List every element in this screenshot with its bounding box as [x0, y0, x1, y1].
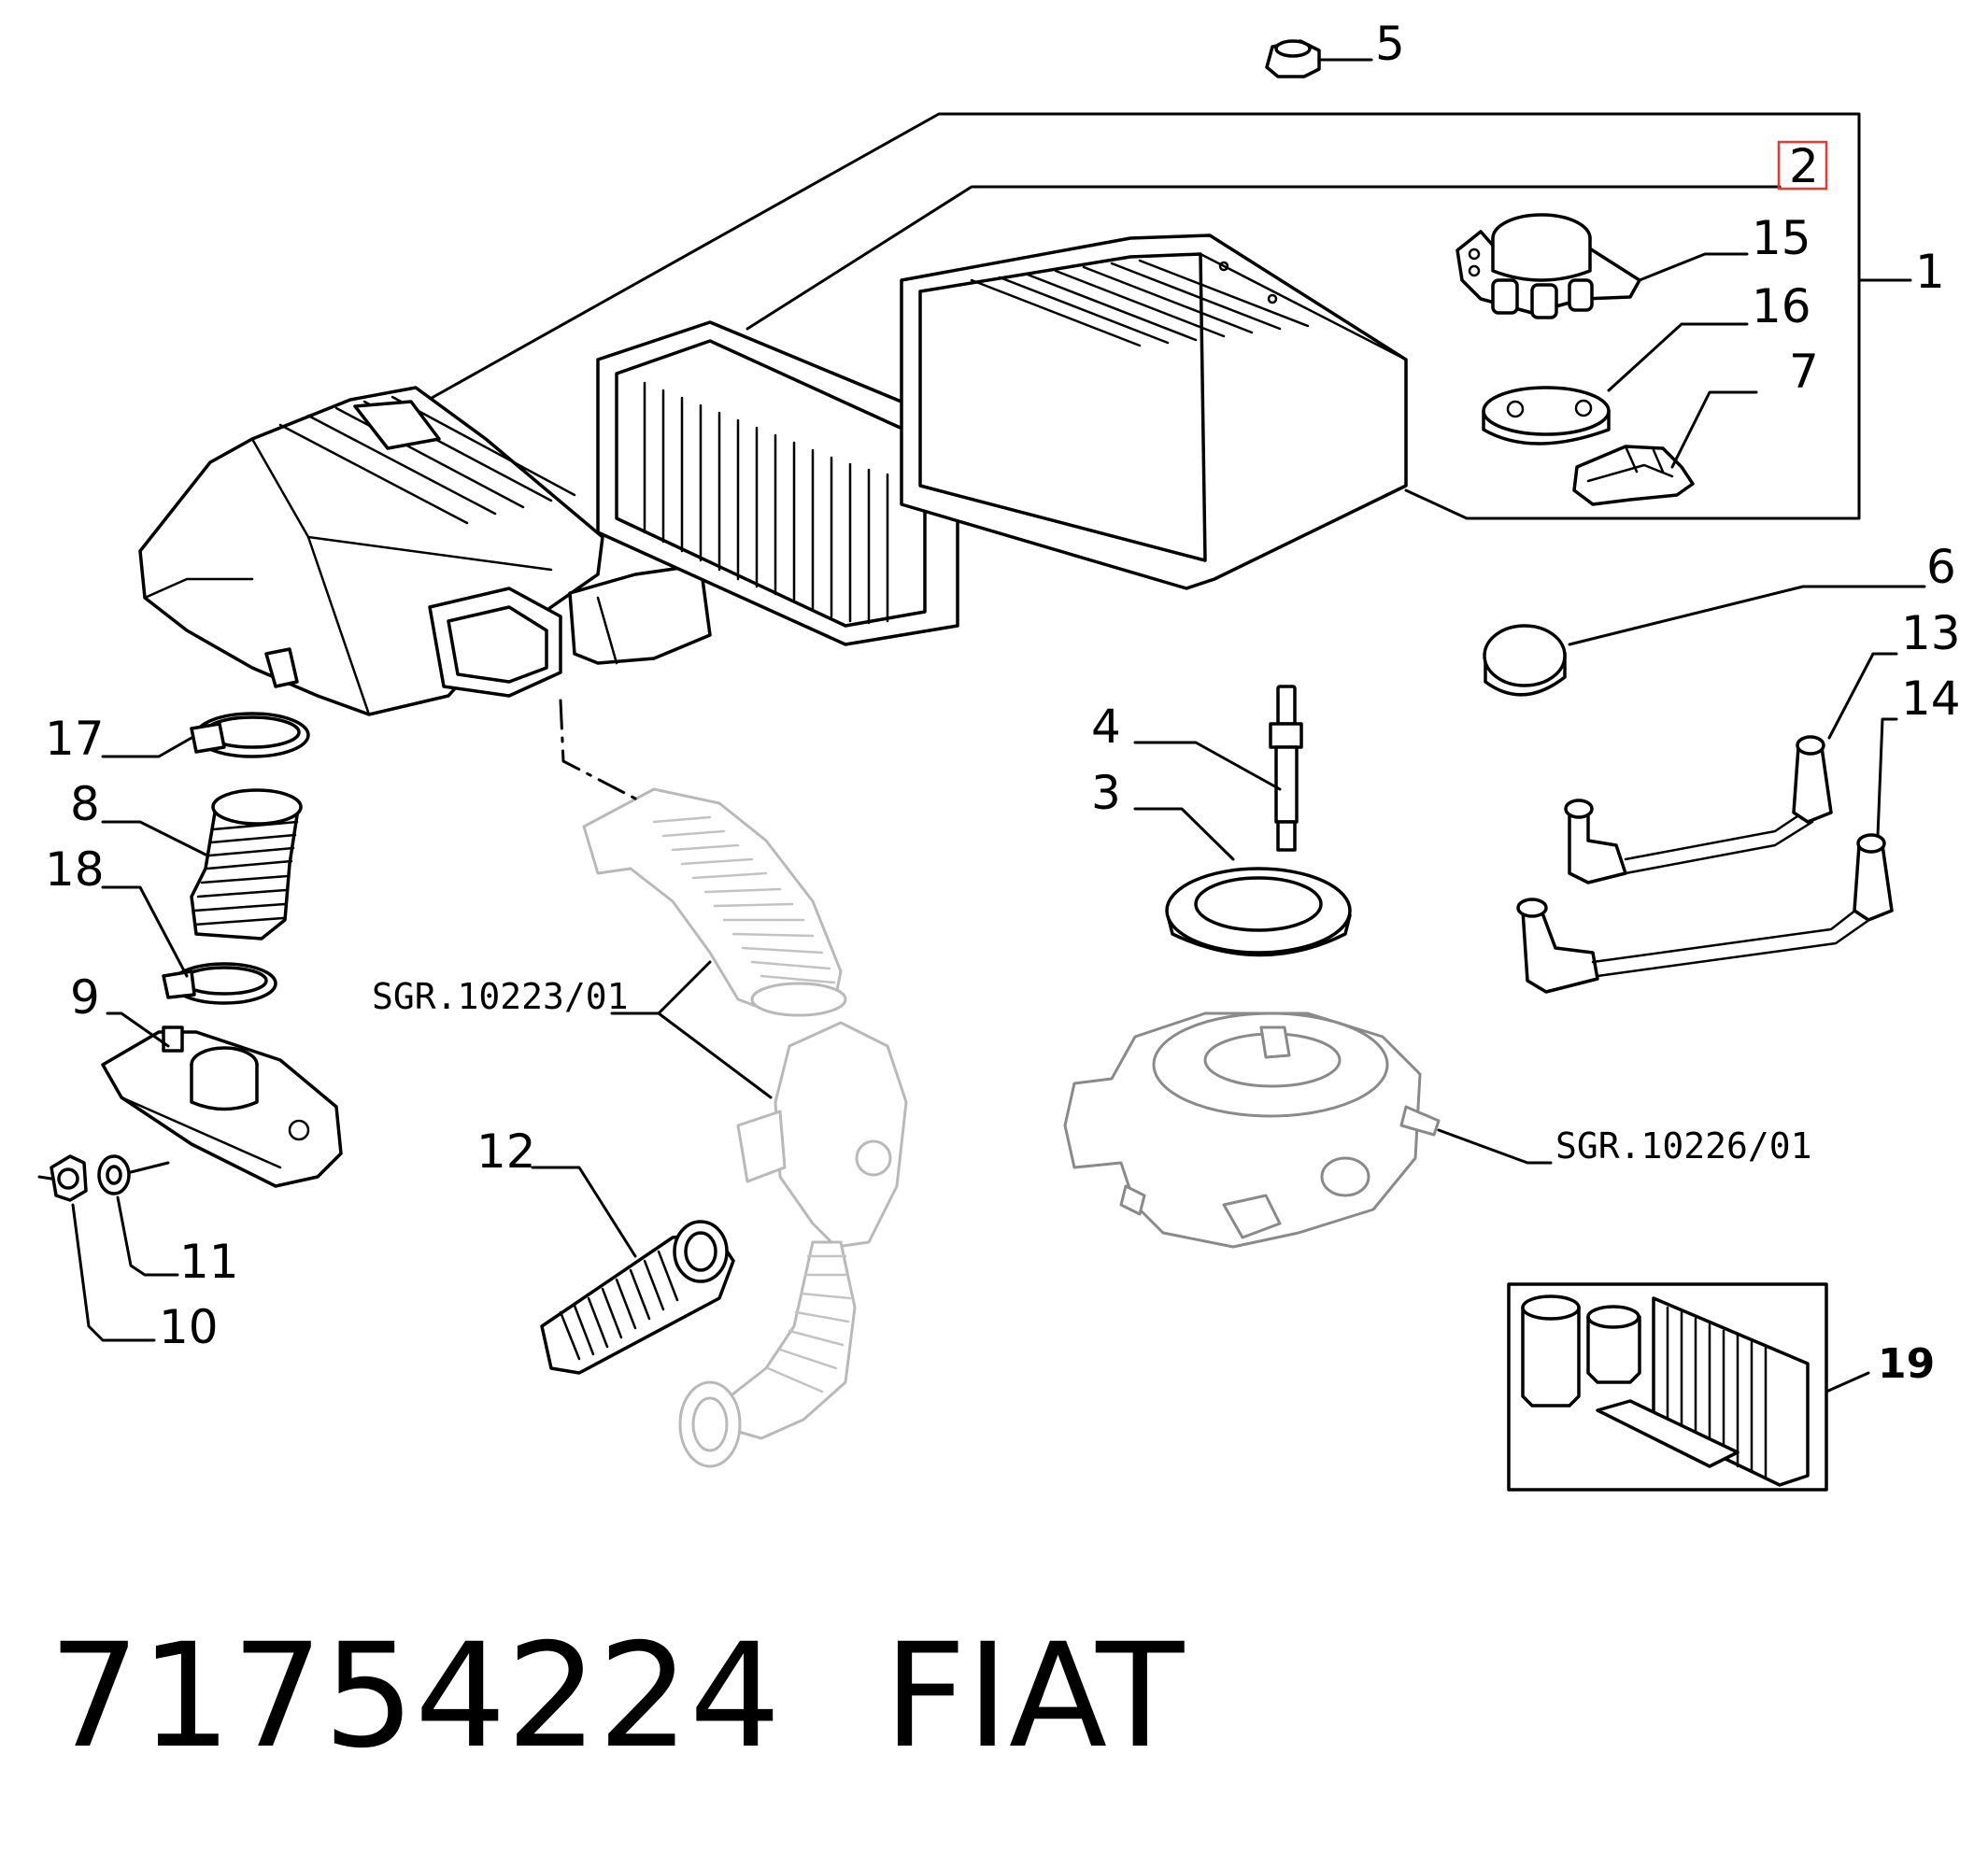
callout-4: 4	[1091, 700, 1121, 754]
callout-9: 9	[70, 970, 100, 1025]
callout-5: 5	[1375, 17, 1405, 71]
callout-18: 18	[45, 842, 105, 897]
callout-10: 10	[159, 1300, 219, 1354]
ref-sgr-10226: SGR.10226/01	[1555, 1125, 1812, 1167]
callout-16: 16	[1752, 279, 1811, 333]
assembly-bracket-lines	[423, 112, 1912, 520]
clamp-part-17	[101, 712, 310, 758]
clamp-part-18	[101, 885, 277, 1005]
callout-19: 19	[1878, 1340, 1935, 1388]
callout-8: 8	[70, 777, 100, 831]
callout-12: 12	[476, 1125, 536, 1179]
brand-name: FIAT	[883, 1613, 1185, 1780]
nut-part-5	[1265, 39, 1373, 78]
callout-11: 11	[179, 1235, 239, 1289]
callout-6: 6	[1926, 540, 1956, 594]
duct-group-leader	[657, 1011, 773, 1099]
corrugated-pipe-part-12	[531, 1166, 735, 1375]
part-number: 71754224	[49, 1613, 781, 1780]
nut-part-10	[37, 1154, 156, 1342]
callout-3: 3	[1091, 766, 1121, 820]
air-cleaner-body	[900, 233, 1408, 590]
assembly-leader-dashdot	[559, 699, 637, 800]
grommet-part-16	[1482, 322, 1749, 446]
plug-part-6	[1483, 585, 1926, 697]
stud-part-4	[1133, 685, 1303, 852]
callout-14: 14	[1901, 672, 1961, 726]
adapter-plate-part-9	[101, 1011, 343, 1188]
filter-kit-box-part-19	[1507, 1282, 1870, 1492]
intake-duct	[678, 1021, 908, 1468]
callout-labels: 5 2 15 1 16 7 6 13 14 4 3 17 8 18 9 12 1…	[45, 17, 1961, 1388]
rubber-hose-part-8	[101, 788, 303, 941]
vacuum-line-part-14	[1516, 717, 1898, 994]
callout-7: 7	[1789, 345, 1819, 399]
vacuum-line-part-13	[1564, 652, 1898, 884]
air-cleaner-cover	[138, 386, 712, 716]
clip-part-7	[1572, 390, 1758, 506]
ref-sgr-10223: SGR.10223/01	[372, 976, 629, 1017]
callout-1: 1	[1915, 245, 1945, 299]
throttle-body	[1063, 1011, 1553, 1249]
callout-17: 17	[45, 712, 105, 766]
filter-element-part-2	[596, 320, 959, 646]
callout-15: 15	[1752, 211, 1811, 265]
callout-2: 2	[1789, 139, 1819, 193]
corrugated-hose	[582, 787, 847, 1017]
callout-13: 13	[1901, 606, 1961, 660]
seal-ring-part-3	[1133, 807, 1352, 957]
washer-part-11	[97, 1154, 179, 1277]
sensor-part-15	[1456, 213, 1749, 319]
highlight-box	[1777, 140, 1828, 191]
